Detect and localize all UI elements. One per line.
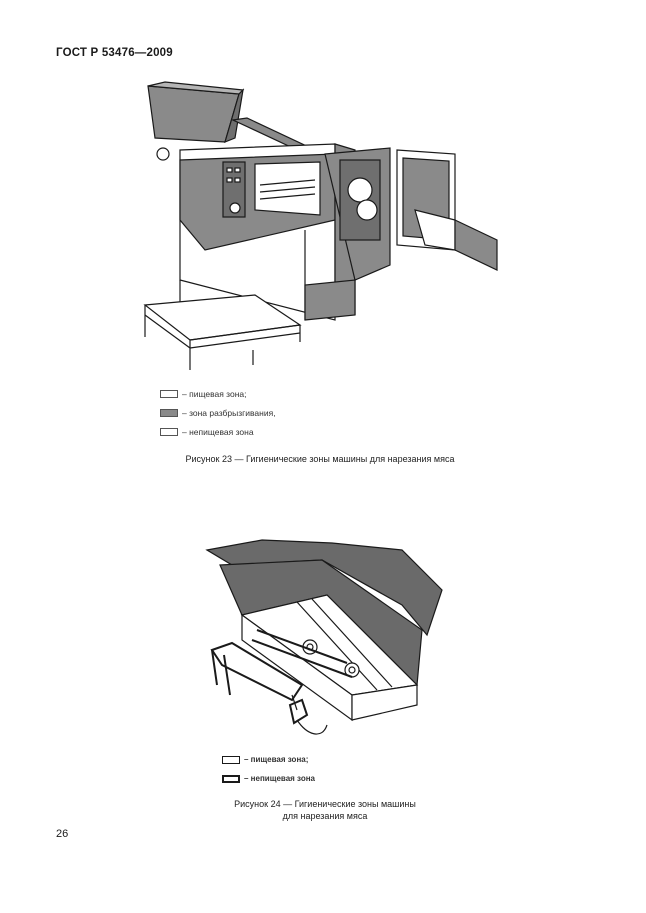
legend-label: – непищевая зона [244, 774, 315, 783]
legend-item-food-zone: – пищевая зона; [160, 384, 276, 403]
legend-label: – зона разбрызгивания, [182, 407, 276, 418]
figure-24-caption-line-1: Рисунок 24 — Гигиенические зоны машины [234, 799, 416, 809]
legend-item-non-food-zone: – непищевая зона [160, 422, 276, 441]
legend-swatch-splash-zone [160, 408, 178, 417]
figure-24-illustration [205, 539, 443, 735]
legend-item-splash-zone: – зона разбрызгивания, [160, 403, 276, 422]
legend-swatch-non-food-zone [222, 774, 240, 783]
legend-item-non-food-zone: – непищевая зона [222, 769, 315, 788]
legend-label: – пищевая зона; [244, 755, 309, 764]
figure-23-legend: – пищевая зона; – зона разбрызгивания, –… [160, 384, 276, 441]
figure-24-caption-line-2: для нарезания мяса [282, 811, 368, 821]
legend-label: – пищевая зона; [182, 388, 247, 399]
legend-swatch-food-zone [160, 389, 178, 398]
figure-24-legend: – пищевая зона; – непищевая зона [222, 750, 315, 788]
legend-swatch-non-food-zone [160, 427, 178, 436]
figure-23-caption: Рисунок 23 — Гигиенические зоны машины д… [185, 454, 455, 464]
legend-item-food-zone: – пищевая зона; [222, 750, 315, 769]
figure-24-caption: Рисунок 24 — Гигиенические зоны машины д… [180, 798, 470, 822]
legend-swatch-food-zone [222, 755, 240, 764]
legend-label: – непищевая зона [182, 426, 254, 437]
page-number: 26 [56, 828, 69, 840]
figure-23-illustration [143, 81, 498, 370]
document-header: ГОСТ Р 53476—2009 [56, 47, 173, 59]
